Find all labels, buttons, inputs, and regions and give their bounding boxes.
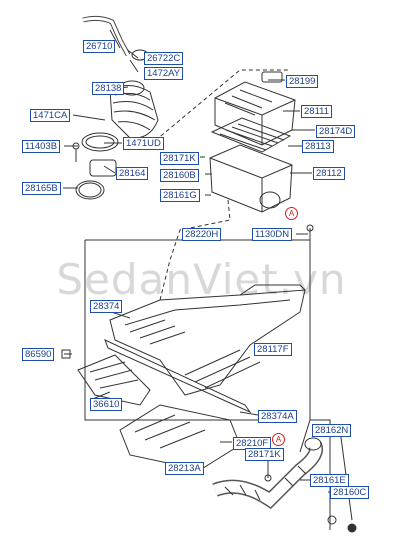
callout-28220h[interactable]: 28220H bbox=[182, 228, 222, 241]
watermark: SedanViet.vn bbox=[56, 255, 347, 304]
callout-1472ay[interactable]: 1472AY bbox=[144, 67, 184, 80]
callout-26710[interactable]: 26710 bbox=[83, 40, 116, 53]
callout-36610[interactable]: 36610 bbox=[90, 398, 123, 411]
callout-28171k-top[interactable]: 28171K bbox=[160, 152, 199, 165]
callout-1471ca[interactable]: 1471CA bbox=[30, 109, 71, 122]
connection-marker-a-top: A bbox=[285, 207, 298, 220]
callout-26722c[interactable]: 26722C bbox=[144, 52, 184, 65]
connection-marker-a-bottom: A bbox=[272, 433, 285, 446]
callout-28111[interactable]: 28111 bbox=[301, 105, 333, 118]
callout-86590[interactable]: 86590 bbox=[22, 348, 55, 361]
callout-28374[interactable]: 28374 bbox=[90, 300, 123, 313]
callout-28162n[interactable]: 28162N bbox=[312, 424, 352, 437]
callout-28117f[interactable]: 28117F bbox=[254, 343, 292, 356]
callout-28199[interactable]: 28199 bbox=[286, 75, 319, 88]
callout-28138[interactable]: 28138 bbox=[92, 82, 125, 95]
callout-28171k-bottom[interactable]: 28171K bbox=[245, 448, 284, 461]
callout-28165b[interactable]: 28165B bbox=[22, 182, 61, 195]
callout-28160b[interactable]: 28160B bbox=[160, 169, 199, 182]
callout-28113[interactable]: 28113 bbox=[302, 140, 334, 153]
callout-28112[interactable]: 28112 bbox=[313, 167, 345, 180]
callout-28374a[interactable]: 28374A bbox=[258, 410, 297, 423]
callout-28161e[interactable]: 28161E bbox=[310, 474, 349, 487]
callout-1471ud[interactable]: 1471UD bbox=[123, 137, 164, 150]
callout-1130dn[interactable]: 1130DN bbox=[252, 228, 293, 241]
callout-11403b[interactable]: 11403B bbox=[22, 140, 61, 153]
callout-28164[interactable]: 28164 bbox=[116, 167, 149, 180]
callout-28174d[interactable]: 28174D bbox=[316, 125, 356, 138]
callout-28160c[interactable]: 28160C bbox=[330, 486, 370, 499]
callout-28161g[interactable]: 28161G bbox=[160, 189, 200, 202]
callout-28213a[interactable]: 28213A bbox=[165, 462, 204, 475]
